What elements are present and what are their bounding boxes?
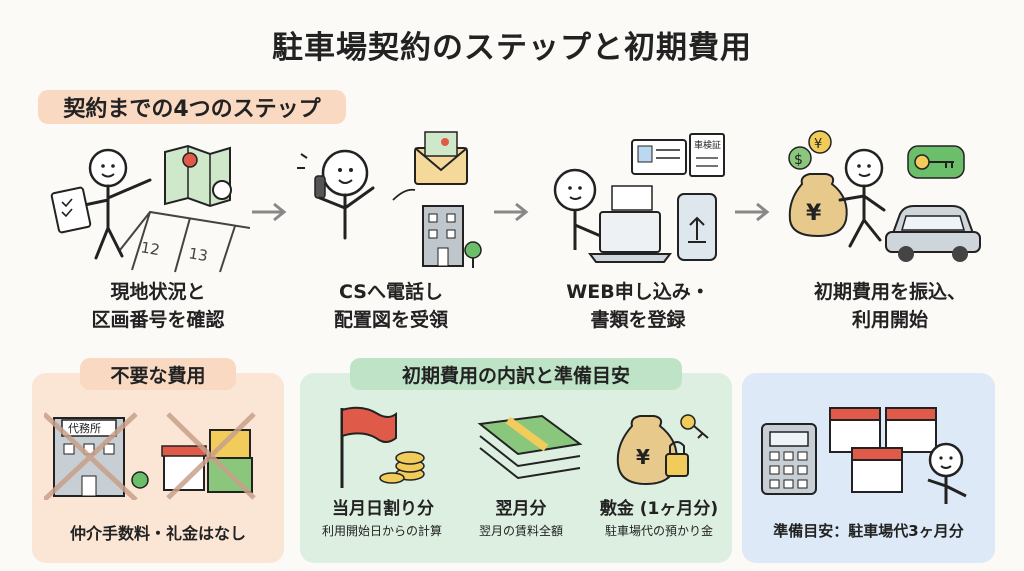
- coin-icon: [808, 130, 832, 154]
- breakdown-item-sub: 利用開始日からの計算: [321, 524, 442, 538]
- flag-icon: [340, 406, 397, 488]
- page-title: 駐車場契約のステップと初期費用: [272, 30, 752, 66]
- breakdown-illustration: ¥: [332, 404, 722, 490]
- step-3-illustration: 車検証: [540, 130, 740, 270]
- doc-label: 車検証: [694, 139, 721, 151]
- key-icon: [907, 145, 965, 179]
- estimate-label: 準備目安：駐車場代3ヶ月分: [773, 522, 964, 540]
- breakdown-item-title: 当月日割り分: [332, 499, 434, 519]
- arrow-right-icon: [494, 202, 529, 222]
- money-bag-lock-icon: ¥: [616, 414, 709, 486]
- building-icon: [422, 205, 464, 267]
- svg-text:$: $: [794, 152, 803, 168]
- calendar-icon: [829, 407, 937, 493]
- breakdown-heading: 初期費用の内訳と準備目安: [350, 358, 682, 390]
- step-3-label: WEB申し込み・ 書類を登録: [566, 281, 710, 331]
- cross-mark-icon: [44, 412, 138, 500]
- slot-number-13: 13: [187, 244, 209, 265]
- step-1-label: 現地状況と 区画番号を確認: [91, 281, 225, 331]
- arrow-right-icon: [252, 202, 287, 222]
- step-2-label: CSへ電話し 配置図を受領: [333, 281, 448, 331]
- svg-text:¥: ¥: [806, 201, 822, 226]
- phone-icon: [314, 175, 326, 199]
- envelope-icon: [414, 131, 468, 185]
- laptop-icon: [588, 211, 672, 263]
- coin-stack-icon: [379, 451, 425, 484]
- svg-text:¥: ¥: [814, 137, 822, 152]
- step-1-illustration: 12 13: [40, 140, 250, 275]
- gift-icon: [161, 429, 253, 493]
- arrow-right-icon: [735, 202, 770, 222]
- car-icon: [885, 205, 981, 262]
- step-2-illustration: [295, 128, 495, 273]
- money-bag-icon: ¥: [788, 173, 848, 238]
- svg-text:¥: ¥: [636, 445, 650, 469]
- cross-mark-icon: [166, 412, 256, 500]
- cash-stack-icon: [477, 414, 583, 480]
- calculator-icon: [761, 423, 817, 495]
- estimate-illustration: [752, 400, 988, 510]
- breakdown-item-title: 敷金 (1ヶ月分): [599, 499, 719, 519]
- coin-icon: [788, 146, 812, 170]
- unnecessary-heading: 不要な費用: [80, 358, 236, 390]
- breakdown-item-sub: 駐車場代の預かり金: [604, 524, 713, 538]
- svg-text:代務所: 代務所: [68, 421, 101, 435]
- step-4-illustration: $ ¥ ¥: [780, 128, 990, 268]
- unnecessary-illustration: 代務所: [44, 410, 264, 500]
- slot-number-12: 12: [139, 238, 161, 259]
- compass-icon: [212, 180, 232, 200]
- steps-heading: 契約までの4つのステップ: [38, 90, 346, 124]
- breakdown-item-sub: 翌月の賃料全額: [478, 524, 563, 538]
- breakdown-item-title: 翌月分: [495, 499, 547, 519]
- unnecessary-label: 仲介手数料・礼金はなし: [69, 524, 246, 543]
- step-4-label: 初期費用を振込、 利用開始: [813, 281, 966, 331]
